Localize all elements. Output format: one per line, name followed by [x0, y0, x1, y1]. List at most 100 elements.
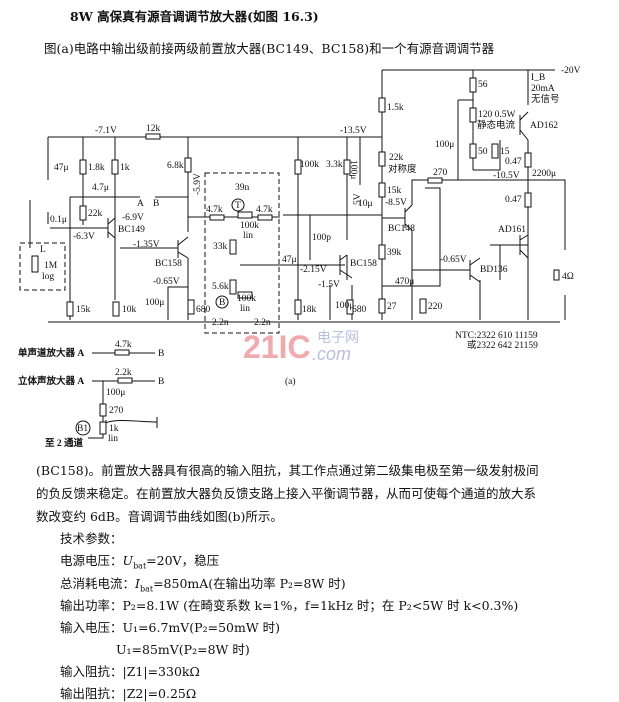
svg-text:lin: lin	[240, 304, 250, 314]
page-heading: 8W 高保真有源音调调节放大器(如图 16.3)	[70, 9, 319, 24]
svg-text:27: 27	[387, 302, 397, 312]
svg-text:-5.9V: -5.9V	[193, 173, 203, 195]
svg-text:20mA: 20mA	[531, 84, 555, 94]
svg-text:100μ: 100μ	[348, 160, 358, 179]
svg-text:-20V: -20V	[561, 66, 581, 76]
body-line-2: 的负反馈来稳定。在前置放大器负反馈支路上接入平衡调节器，从而可使每个通道的放大系	[36, 486, 537, 501]
svg-text:100μ: 100μ	[106, 388, 125, 398]
svg-text:-6.3V: -6.3V	[73, 232, 95, 242]
svg-text:10k: 10k	[122, 305, 137, 315]
speaker-icon	[553, 269, 560, 281]
svg-text:21IC: 21IC	[243, 329, 311, 365]
intro-text: 图(a)电路中输出级前接两级前置放大器(BC149、BC158)和一个有源音调调…	[44, 41, 495, 56]
svg-text:100μ: 100μ	[435, 140, 454, 150]
svg-text:单声道放大器 A: 单声道放大器 A	[18, 347, 84, 359]
svg-text:立体声放大器 A: 立体声放大器 A	[18, 375, 84, 387]
svg-text:6.8k: 6.8k	[167, 161, 184, 171]
svg-text:-13.5V: -13.5V	[340, 126, 367, 136]
svg-text:10μ: 10μ	[358, 199, 373, 209]
svg-text:39n: 39n	[235, 183, 250, 193]
svg-text:-10.5V: -10.5V	[493, 171, 520, 181]
svg-text:1k: 1k	[120, 163, 130, 173]
param-input-voltage-2: U₁=85mV(P₂=8W 时)	[116, 642, 250, 657]
svg-text:-6.9V: -6.9V	[122, 213, 144, 223]
svg-text:220: 220	[428, 302, 443, 312]
svg-text:至 2 通道: 至 2 通道	[45, 437, 84, 449]
svg-text:B: B	[153, 199, 159, 209]
svg-text:4.7k: 4.7k	[115, 340, 132, 350]
svg-text:-0.65V: -0.65V	[440, 255, 467, 265]
resistors	[31, 77, 560, 317]
svg-text:5V: 5V	[353, 193, 363, 205]
svg-text:BC148: BC148	[388, 224, 415, 234]
svg-text:2.2n: 2.2n	[254, 318, 271, 328]
svg-text:50: 50	[478, 147, 488, 157]
svg-text:BC149: BC149	[118, 225, 145, 235]
svg-text:或2322 642 21159: 或2322 642 21159	[467, 339, 538, 351]
svg-text:680: 680	[352, 305, 367, 315]
svg-text:I_B: I_B	[531, 73, 545, 83]
svg-text:B: B	[158, 349, 164, 359]
wires	[29, 69, 566, 323]
svg-text:18k: 18k	[302, 305, 317, 315]
svg-text:.com: .com	[312, 344, 351, 364]
svg-text:15k: 15k	[76, 305, 91, 315]
svg-text:0.1μ: 0.1μ	[50, 215, 67, 225]
bass-pot-marker	[215, 295, 229, 309]
tone-control-box	[204, 172, 280, 334]
svg-text:L: L	[40, 245, 46, 255]
svg-text:3.3k: 3.3k	[326, 160, 343, 170]
svg-text:4.7k: 4.7k	[206, 205, 223, 215]
svg-text:lin: lin	[108, 434, 118, 444]
svg-text:对称度: 对称度	[388, 163, 417, 175]
figure-caption: (a)	[285, 376, 296, 387]
svg-text:NTC:2322 610 11159: NTC:2322 610 11159	[455, 331, 538, 341]
param-output-impedance: 输出阻抗：|Z2|=0.25Ω	[60, 686, 197, 701]
param-input-impedance: 输入阻抗：|Z1|=330kΩ	[60, 664, 200, 679]
svg-text:BD136: BD136	[480, 265, 508, 275]
svg-text:4.7k: 4.7k	[256, 205, 273, 215]
body-line-1: (BC158)。前置放大器具有很高的输入阻抗，其工作点通过第二级集电极至第一级发…	[36, 463, 539, 478]
svg-text:120 0.5W: 120 0.5W	[478, 110, 516, 120]
svg-text:47μ: 47μ	[54, 163, 69, 173]
svg-text:680: 680	[196, 305, 211, 315]
svg-text:100p: 100p	[312, 233, 331, 243]
volume-pot-box	[19, 242, 66, 291]
svg-text:39k: 39k	[387, 248, 402, 258]
svg-text:100k: 100k	[240, 221, 259, 231]
svg-text:22k: 22k	[88, 209, 103, 219]
svg-text:22k: 22k	[389, 153, 404, 163]
param-current: 总消耗电流：Ibat=850mA(在输出功率 P₂=8W 时)	[60, 576, 346, 594]
svg-text:T: T	[235, 201, 241, 211]
svg-text:470μ: 470μ	[395, 277, 414, 287]
svg-text:100μ: 100μ	[335, 301, 354, 311]
svg-text:-1.5V: -1.5V	[318, 280, 340, 290]
svg-text:270: 270	[433, 168, 448, 178]
svg-text:100μ: 100μ	[145, 298, 164, 308]
channel-insert-variants: 单声道放大器 A 4.7k B 立体声放大器 A 2.2k B 100μ 270…	[18, 340, 164, 449]
svg-text:AD162: AD162	[530, 121, 558, 131]
svg-text:12k: 12k	[146, 124, 161, 134]
param-input-voltage: 输入电压：U₁=6.7mV(P₂=50mW 时)	[60, 620, 281, 635]
param-power: 输出功率：P₂=8.1W (在畸变系数 k=1%，f=1kHz 时；在 P₂<5…	[60, 598, 519, 613]
svg-text:-1.35V: -1.35V	[133, 240, 160, 250]
svg-text:47μ: 47μ	[282, 255, 297, 265]
svg-text:100k: 100k	[300, 160, 319, 170]
svg-text:电子网: 电子网	[317, 330, 359, 346]
svg-text:BC158: BC158	[350, 259, 377, 269]
svg-text:0.47: 0.47	[505, 157, 522, 167]
svg-text:lin: lin	[243, 231, 253, 241]
svg-text:4Ω: 4Ω	[562, 272, 574, 282]
body-line-3: 数改变约 6dB。音调调节曲线如图(b)所示。	[36, 509, 283, 524]
svg-text:4.7μ: 4.7μ	[92, 183, 109, 193]
svg-text:56: 56	[478, 80, 488, 90]
svg-text:无信号: 无信号	[531, 93, 560, 105]
svg-text:-2.15V: -2.15V	[300, 265, 327, 275]
component-labels: -7.1V 12k 47μ 1.8k 1k 4.7μ A B 22k -6.9V…	[40, 66, 581, 351]
svg-text:5.6k: 5.6k	[212, 282, 229, 292]
svg-text:2.2k: 2.2k	[115, 368, 132, 378]
svg-text:BC158: BC158	[155, 259, 182, 269]
circuit-diagram: -7.1V 12k 47μ 1.8k 1k 4.7μ A B 22k -6.9V…	[18, 66, 581, 449]
svg-text:15: 15	[500, 147, 510, 157]
svg-text:0.47: 0.47	[505, 195, 522, 205]
